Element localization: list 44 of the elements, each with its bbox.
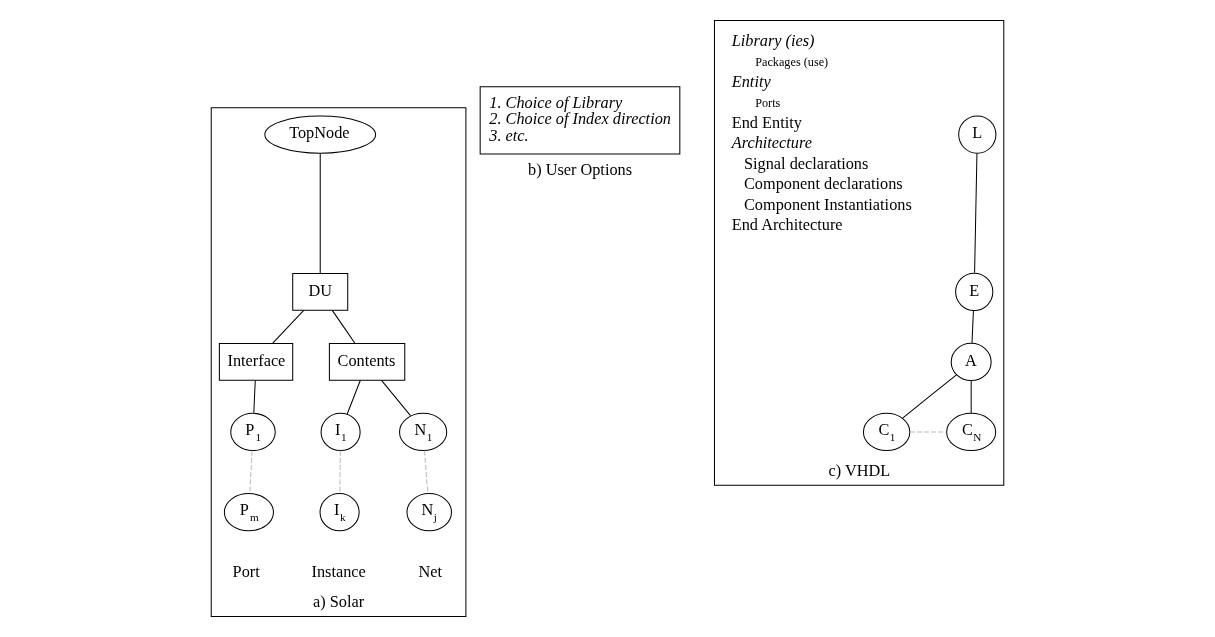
node-label: Port [232,561,260,581]
node-ellipse: N$_{1}$ [399,412,448,452]
node-ellipse: P$_{1}$ [230,412,276,452]
label: Component declarations [743,174,903,194]
node-ellipse: TopNode [264,115,377,154]
node-label: b) User Options [528,160,633,180]
label: Ports [755,95,781,110]
connector [249,450,253,494]
node-ellipse: C$_{N}$ [946,412,997,452]
label: Architecture [731,132,812,152]
connector [970,380,972,414]
connector [346,379,361,415]
node-circle: E [955,272,994,311]
connector [272,309,305,344]
connector [424,450,429,494]
label: End Architecture [731,215,843,235]
connector [319,152,321,274]
node-circle: A [950,342,992,382]
label: End Entity [731,113,802,133]
label: Component Instantiations [743,194,912,214]
node-box: DU [292,273,349,311]
node-circle: L [958,115,997,154]
connector [974,152,978,274]
connector [253,379,256,414]
node-box: Contents [328,343,406,381]
connector [381,379,411,417]
connector [339,450,341,494]
label: Entity [731,71,771,91]
node-box: 1. Choice of Library 2. Choice of Index direction 3. etc. [479,86,681,155]
node-label: Instance [311,561,366,581]
connector [909,431,947,433]
label: Library (ies) [731,30,815,50]
node-label: Net [418,561,443,581]
connector [902,374,957,419]
connector [331,309,356,344]
connector [971,310,974,344]
node-ellipse: P$_{m}$ [223,493,274,532]
node-box: Interface [218,343,294,381]
node-ellipse: C$_{1}$ [862,412,911,452]
node-ellipse: N$_{j}$ [406,493,452,532]
node-circle: I$_{1}$ [320,412,361,452]
label: Packages (use) [755,55,829,70]
node-circle: I$_{k}$ [319,493,360,532]
label: Signal declarations [743,154,869,174]
